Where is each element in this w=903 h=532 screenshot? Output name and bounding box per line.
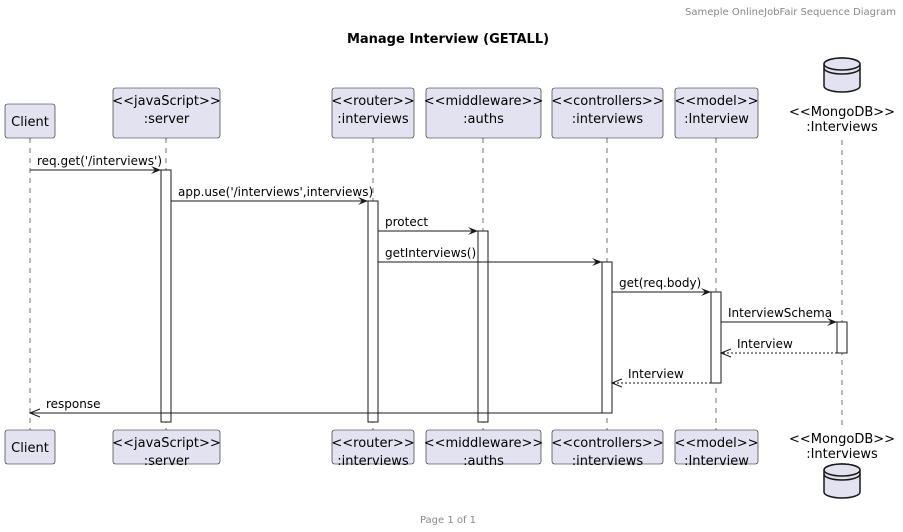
- activation-bar-mongodb: [836, 321, 848, 354]
- participant-label-client: Client: [11, 115, 49, 130]
- participants-bottom: Client <<javaScript>> :server <<router>> :in…: [4, 429, 895, 499]
- participant-label-controllers: :interviews: [572, 112, 644, 127]
- activation-bars: [160, 169, 848, 423]
- arrow-head-filled: [592, 258, 602, 266]
- participant-box-model: [674, 429, 759, 465]
- participant-mongodb-top: <<MongoDB>>:Interviews: [789, 57, 895, 135]
- participant-label-mongodb: <<MongoDB>>: [789, 105, 895, 120]
- activation-bar-router: [367, 200, 379, 423]
- participant-label-server: :server: [144, 454, 190, 469]
- arrow-head-filled: [468, 227, 478, 235]
- participant-label-controllers: <<controllers>>: [551, 94, 663, 109]
- activation-bar-model: [710, 291, 722, 384]
- participant-label-model: <<model>>: [674, 436, 758, 451]
- participant-middleware-bottom: <<middleware>> :auths: [424, 429, 544, 469]
- participant-label-mongodb: <<MongoDB>>: [789, 432, 895, 447]
- participant-label-controllers: :interviews: [572, 454, 644, 469]
- message-label: InterviewSchema: [728, 306, 832, 320]
- participant-model-bottom: <<model>> :Interview: [674, 429, 759, 469]
- participant-box-middleware: [425, 87, 542, 139]
- participant-server-bottom: <<javaScript>> :server: [112, 429, 221, 469]
- arrow-head-open: [610, 378, 623, 388]
- participant-box-controllers: [551, 429, 664, 465]
- participant-router-bottom: <<router>> :interviews: [331, 429, 415, 469]
- database-icon: [823, 463, 861, 499]
- participant-label-mongodb: :Interviews: [806, 120, 878, 135]
- participant-mongodb-bottom: <<MongoDB>>:Interviews: [789, 432, 895, 499]
- message-label: Interview: [737, 337, 793, 351]
- participant-label-model: <<model>>: [674, 94, 758, 109]
- message-label: response: [46, 397, 101, 411]
- participant-client-bottom: Client: [4, 429, 56, 465]
- participant-label-middleware: :auths: [463, 454, 504, 469]
- message-label: req.get('/interviews'): [37, 154, 162, 168]
- participant-controllers-top: <<controllers>> :interviews: [551, 87, 664, 139]
- participants-top: Client <<javaScript>> :server <<router>> :in…: [4, 57, 895, 139]
- activation-bar-controllers: [601, 261, 613, 414]
- message-5: get(req.body): [612, 276, 711, 296]
- database-icon: [823, 57, 861, 93]
- participant-label-model: :Interview: [684, 112, 749, 127]
- participant-box-middleware: [425, 429, 542, 465]
- participant-label-client: Client: [11, 441, 49, 456]
- message-label: getInterviews(): [385, 246, 476, 260]
- participant-label-router: <<router>>: [331, 436, 414, 451]
- participant-box-client: [4, 429, 56, 465]
- participant-box-router: [331, 87, 415, 139]
- participant-box-controllers: [551, 87, 664, 139]
- participant-middleware-top: <<middleware>> :auths: [424, 87, 544, 139]
- participant-box-model: [674, 87, 759, 139]
- arrow-head-filled: [358, 197, 368, 205]
- participant-label-server: :server: [144, 112, 190, 127]
- participant-client-top: Client: [4, 103, 56, 139]
- participant-controllers-bottom: <<controllers>> :interviews: [551, 429, 664, 469]
- activation-bar-middleware: [477, 230, 489, 423]
- arrow-head-open: [28, 408, 41, 418]
- message-3: protect: [378, 215, 478, 235]
- participant-box-router: [331, 429, 415, 465]
- message-7: Interview: [719, 337, 837, 358]
- message-label: Interview: [628, 367, 684, 381]
- message-8: Interview: [610, 367, 711, 388]
- page-footer: Page 1 of 1: [420, 515, 476, 526]
- message-label: app.use('/interviews',interviews): [178, 185, 373, 199]
- participant-label-middleware: :auths: [463, 112, 504, 127]
- participant-model-top: <<model>> :Interview: [674, 87, 759, 139]
- participant-label-server: <<javaScript>>: [112, 94, 221, 109]
- message-4: getInterviews(): [378, 246, 602, 266]
- message-2: app.use('/interviews',interviews): [171, 185, 373, 205]
- participant-router-top: <<router>> :interviews: [331, 87, 415, 139]
- arrow-head-open: [719, 348, 732, 358]
- arrow-head-filled: [827, 318, 837, 326]
- message-label: get(req.body): [619, 276, 701, 290]
- diagram-title: Manage Interview (GETALL): [347, 32, 549, 47]
- participant-label-router: :interviews: [337, 112, 409, 127]
- participant-label-controllers: <<controllers>>: [551, 436, 663, 451]
- activation-bar-server: [160, 169, 172, 423]
- message-label: protect: [385, 215, 428, 229]
- message-6: InterviewSchema: [721, 306, 837, 326]
- message-9: response: [28, 397, 602, 418]
- participant-box-server: [112, 429, 221, 465]
- participant-label-middleware: <<middleware>>: [424, 436, 544, 451]
- participant-server-top: <<javaScript>> :server: [112, 87, 221, 139]
- arrow-head-filled: [701, 288, 711, 296]
- participant-label-router: <<router>>: [331, 94, 414, 109]
- participant-label-server: <<javaScript>>: [112, 436, 221, 451]
- participant-label-router: :interviews: [337, 454, 409, 469]
- diagram-header: Sameple OnlineJobFair Sequence Diagram: [685, 7, 896, 18]
- arrow-head-filled: [151, 166, 161, 174]
- messages: req.get('/interviews') app.use('/intervie…: [28, 154, 837, 418]
- participant-box-server: [112, 87, 221, 139]
- participant-label-middleware: <<middleware>>: [424, 94, 544, 109]
- participant-box-client: [4, 103, 56, 139]
- participant-label-mongodb: :Interviews: [806, 447, 878, 462]
- participant-label-model: :Interview: [684, 454, 749, 469]
- lifelines: [29, 138, 843, 430]
- message-1: req.get('/interviews'): [30, 154, 162, 174]
